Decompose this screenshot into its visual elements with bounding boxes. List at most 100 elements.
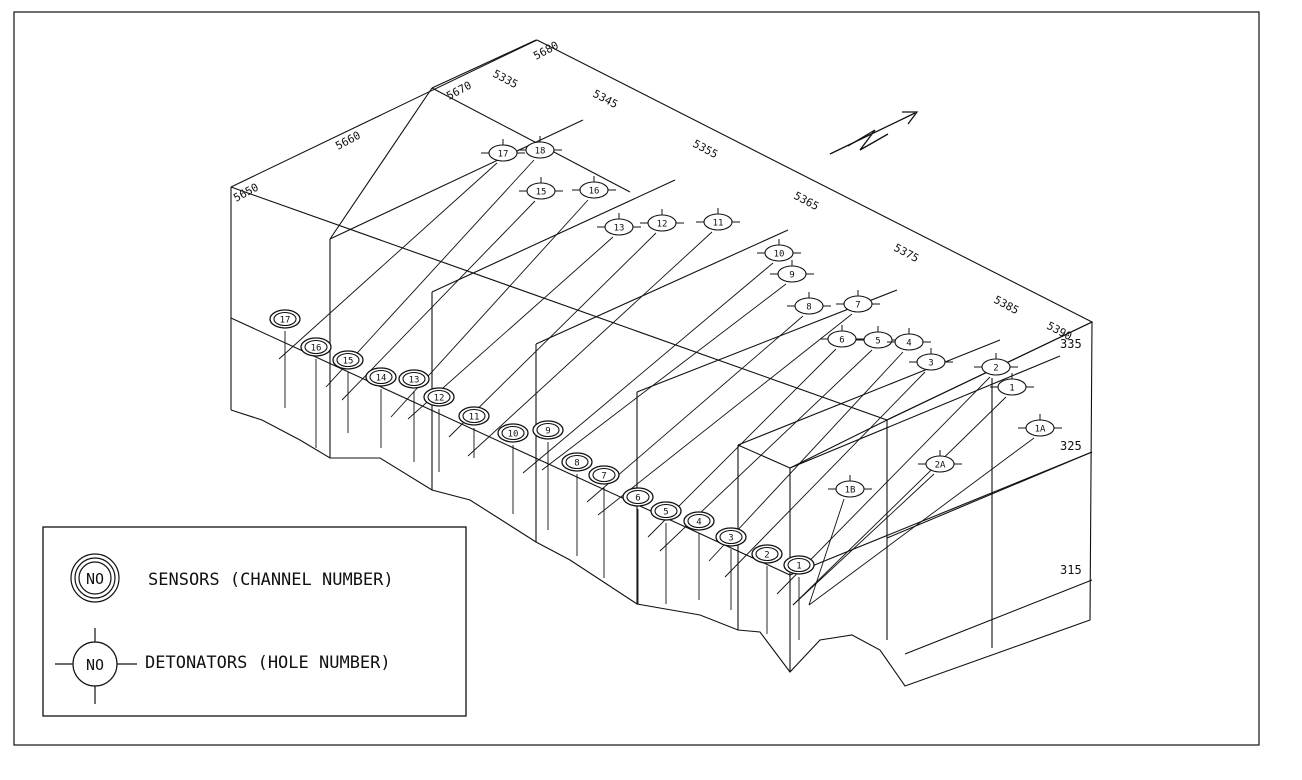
detonator-number: 6 bbox=[839, 336, 844, 346]
sensor-marker: 7 bbox=[588, 465, 620, 485]
legend: NO SENSORS (CHANNEL NUMBER) NO DETONATOR… bbox=[42, 526, 467, 717]
sensor-marker: 8 bbox=[561, 452, 593, 472]
grid-label: 5335 bbox=[491, 67, 521, 91]
sensor-marker: 12 bbox=[423, 387, 455, 407]
bench-block bbox=[230, 39, 1094, 687]
hole-connector-line bbox=[586, 315, 804, 503]
grid-label: 5385 bbox=[992, 293, 1022, 317]
sensor-marker: 9 bbox=[532, 420, 564, 440]
elevation-label: 315 bbox=[1060, 563, 1082, 577]
detonator-marker: 10 bbox=[757, 239, 801, 262]
detonator-number: 12 bbox=[657, 220, 668, 230]
detonator-number: 16 bbox=[589, 187, 600, 197]
sensor-number: 7 bbox=[601, 472, 606, 482]
legend-sensor-symbol-text: NO bbox=[86, 570, 104, 588]
detonator-marker: 2 bbox=[974, 353, 1018, 376]
sensor-markers: 17 16 15 14 13 12 11 10 9 87 6 5 4 3 2 1 bbox=[269, 309, 815, 575]
sensor-marker: 16 bbox=[300, 337, 332, 357]
detonator-number: 3 bbox=[928, 359, 933, 369]
north-arrow-icon: N bbox=[0, 0, 919, 155]
grid-label: 5345 bbox=[591, 87, 621, 111]
sensor-number: 12 bbox=[434, 394, 445, 404]
hole-connector-line bbox=[541, 283, 787, 471]
detonator-number: 1A bbox=[1035, 425, 1046, 435]
detonator-marker: 8 bbox=[787, 292, 831, 315]
detonator-marker: 2A bbox=[918, 450, 962, 473]
hole-connector-line bbox=[597, 313, 853, 516]
detonator-number: 13 bbox=[614, 224, 625, 234]
sensor-number: 14 bbox=[376, 374, 387, 384]
detonator-marker: 3 bbox=[909, 348, 953, 371]
hole-connector-line bbox=[808, 437, 1035, 606]
detonator-marker: 16 bbox=[572, 176, 616, 199]
sensor-number: 11 bbox=[469, 413, 480, 423]
grid-label: 5680 bbox=[531, 39, 561, 63]
detonator-number: 7 bbox=[855, 301, 860, 311]
legend-box bbox=[42, 526, 467, 717]
legend-sensor-symbol: NO bbox=[70, 553, 120, 603]
grid-label: 5375 bbox=[892, 241, 922, 265]
sensor-marker: 10 bbox=[497, 423, 529, 443]
detonator-number: 17 bbox=[498, 150, 509, 160]
sensor-number: 4 bbox=[696, 518, 701, 528]
hole-connector-line bbox=[808, 498, 845, 606]
hole-connector-line bbox=[792, 473, 935, 606]
detonator-marker: 7 bbox=[836, 290, 880, 313]
sensor-number: 16 bbox=[311, 344, 322, 354]
sensor-marker: 14 bbox=[365, 367, 397, 387]
detonator-number: 2A bbox=[935, 461, 946, 471]
sensor-marker: 4 bbox=[683, 511, 715, 531]
hole-connector-line bbox=[467, 231, 713, 457]
sensor-number: 1 bbox=[796, 562, 801, 572]
sensor-number: 13 bbox=[409, 376, 420, 386]
detonator-marker: 1B bbox=[828, 475, 872, 498]
detonator-marker: 9 bbox=[770, 260, 814, 283]
sensor-number: 9 bbox=[545, 427, 550, 437]
north-label: N bbox=[0, 0, 1, 1]
detonator-number: 4 bbox=[906, 339, 911, 349]
detonator-number: 15 bbox=[536, 188, 547, 198]
detonator-marker: 15 bbox=[519, 177, 563, 200]
hole-connector-line bbox=[278, 162, 498, 360]
page-border bbox=[13, 11, 1260, 746]
sensor-marker: 15 bbox=[332, 350, 364, 370]
sensor-number: 10 bbox=[508, 430, 519, 440]
hole-connector-line bbox=[522, 262, 774, 474]
hole-connector-line bbox=[448, 232, 657, 438]
detonator-number: 1B bbox=[845, 486, 856, 496]
detonator-number: 10 bbox=[774, 250, 785, 260]
detonator-number: 18 bbox=[535, 147, 546, 157]
legend-detonator-label: DETONATORS (HOLE NUMBER) bbox=[145, 653, 391, 673]
sensor-number: 5 bbox=[663, 508, 668, 518]
sensor-number: 2 bbox=[764, 551, 769, 561]
hole-connector-line bbox=[341, 200, 536, 401]
legend-detonator-symbol: NO bbox=[55, 628, 137, 704]
legend-sensor-label: SENSORS (CHANNEL NUMBER) bbox=[148, 570, 394, 590]
sensor-number: 17 bbox=[280, 316, 291, 326]
grid-label: 5355 bbox=[691, 137, 721, 161]
detonator-number: 1 bbox=[1009, 384, 1014, 394]
elevation-labels: 335 325 315 bbox=[1060, 337, 1082, 577]
sensor-marker: 2 bbox=[751, 544, 783, 564]
detonator-marker: 13 bbox=[597, 213, 641, 236]
detonator-number: 11 bbox=[713, 219, 724, 229]
grid-labels: 5650 5660 5670 5680 5335 5345 5355 5365 … bbox=[231, 39, 1074, 343]
elevation-label: 325 bbox=[1060, 439, 1082, 453]
sensor-number: 6 bbox=[635, 494, 640, 504]
detonator-number: 5 bbox=[875, 337, 880, 347]
detonator-marker: 17 bbox=[481, 139, 525, 162]
sensor-marker: 6 bbox=[622, 487, 654, 507]
detonator-marker: 18 bbox=[518, 136, 562, 159]
detonator-marker: 5 bbox=[856, 326, 900, 349]
grid-label: 5365 bbox=[792, 189, 822, 213]
hole-connector-line bbox=[776, 376, 991, 595]
elevation-label: 335 bbox=[1060, 337, 1082, 351]
sensor-marker: 1 bbox=[783, 555, 815, 575]
sensor-marker: 17 bbox=[269, 309, 301, 329]
sensor-marker: 3 bbox=[715, 527, 747, 547]
sensor-marker: 5 bbox=[650, 501, 682, 521]
grid-label: 5660 bbox=[333, 129, 363, 153]
